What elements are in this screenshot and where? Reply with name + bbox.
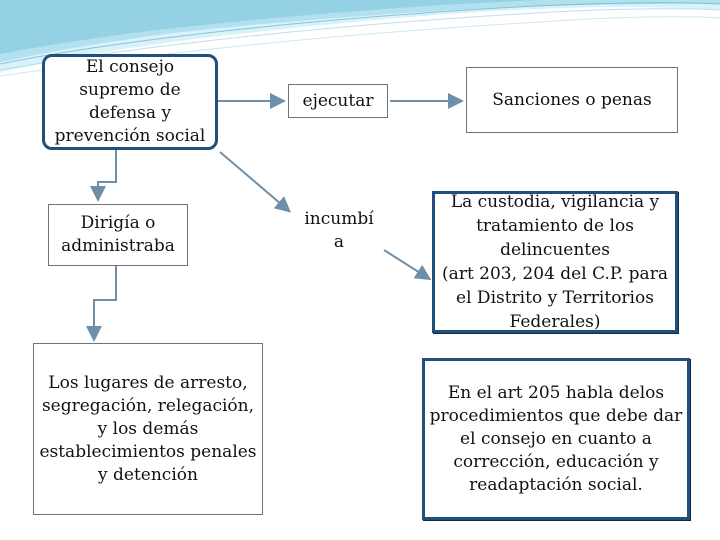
node-custodia: La custodia, vigilancia y tratamiento de… <box>432 191 678 333</box>
node-sanciones: Sanciones o penas <box>466 67 678 133</box>
connector-consejo-dirigia <box>98 150 116 198</box>
connector-consejo-incumbia <box>220 152 288 210</box>
node-sanciones-label: Sanciones o penas <box>492 89 651 112</box>
node-consejo-label: El consejo supremo de defensa y prevenci… <box>55 56 206 148</box>
node-custodia-label: La custodia, vigilancia y tratamiento de… <box>442 190 668 334</box>
node-ejecutar: ejecutar <box>288 84 388 118</box>
node-dirigia: Dirigía o administraba <box>48 204 188 266</box>
node-lugares-label: Los lugares de arresto, segregación, rel… <box>39 372 256 487</box>
node-consejo: El consejo supremo de defensa y prevenci… <box>42 54 218 150</box>
connector-dirigia-lugares <box>94 266 116 338</box>
node-art205: En el art 205 habla delos procedimientos… <box>422 358 690 520</box>
node-dirigia-label: Dirigía o administraba <box>61 212 175 258</box>
node-incumbia: incumbí a <box>292 198 386 266</box>
node-art205-label: En el art 205 habla delos procedimientos… <box>430 382 683 497</box>
connector-incumbia-custodia <box>384 250 428 278</box>
node-lugares: Los lugares de arresto, segregación, rel… <box>33 343 263 515</box>
node-ejecutar-label: ejecutar <box>303 90 374 113</box>
node-incumbia-label: incumbí a <box>304 208 373 254</box>
